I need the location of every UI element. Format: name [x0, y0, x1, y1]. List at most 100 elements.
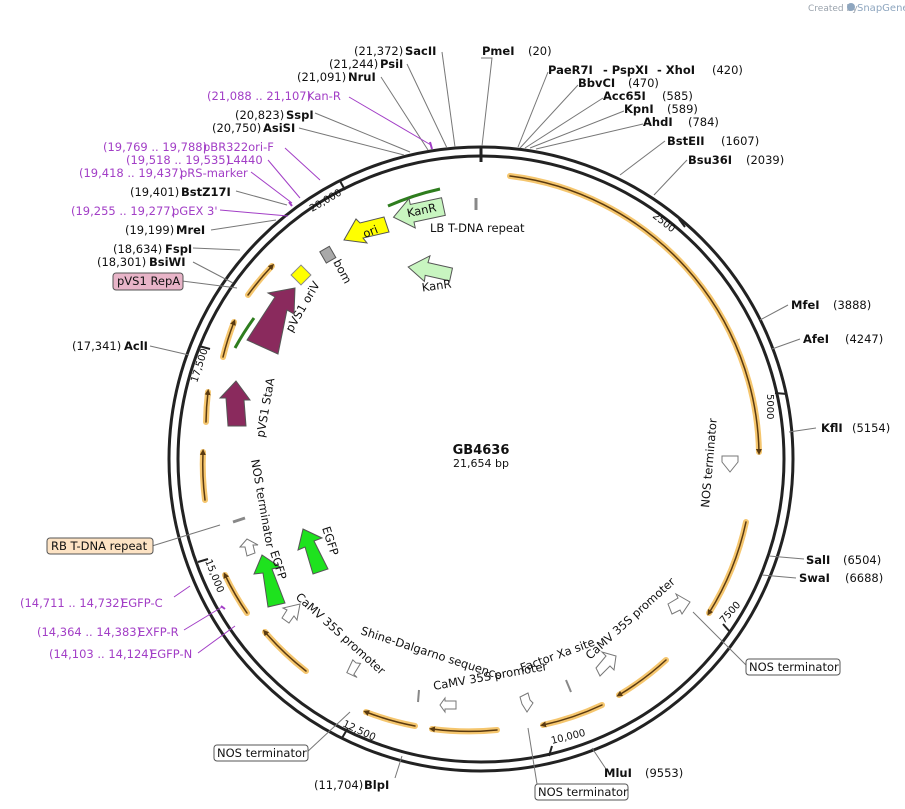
enzyme-bsiwi[interactable]: BsiWI [149, 255, 186, 269]
enzyme-pspxi[interactable]: - PspXI [603, 63, 648, 77]
enzyme-labels-right: PmeI (20) PaeR7I - PspXI - XhoI (420) Bb… [482, 44, 890, 780]
enzyme-sali[interactable]: SalI [806, 553, 830, 567]
nos-term-left-arrow[interactable] [238, 538, 259, 557]
pvs1-staa-arrow[interactable] [218, 380, 251, 427]
kanr-top-arrow[interactable] [390, 192, 446, 232]
enzyme-leaders-left [149, 51, 456, 779]
primer-marks [220, 141, 433, 610]
enzyme-asisi-pos: (20,750) [212, 121, 261, 135]
enzyme-paer7i[interactable]: PaeR7I [548, 63, 593, 77]
enzyme-swai[interactable]: SwaI [799, 571, 830, 585]
primer-prs-marker[interactable]: pRS-marker [180, 166, 248, 180]
box-leaders [151, 280, 748, 785]
primer-kanr[interactable]: Kan-R [307, 89, 341, 103]
enzyme-sacii[interactable]: SacII [405, 44, 436, 58]
enzyme-ahdi[interactable]: AhdI [643, 115, 673, 129]
kanr-top-label: KanR [406, 200, 438, 220]
enzyme-acc65i-pos: (585) [662, 89, 693, 103]
primer-l4440[interactable]: L4440 [227, 153, 263, 167]
bom-label: bom [330, 257, 354, 286]
enzyme-nrui[interactable]: NruI [348, 70, 376, 84]
egfp-right-label: EGFP [319, 525, 342, 558]
enzyme-mrei-pos: (19,199) [125, 223, 174, 237]
enzyme-mrei[interactable]: MreI [176, 223, 205, 237]
primer-kanr-range: (21,088 .. 21,107) [207, 89, 311, 103]
boxed-labels: pVS1 RepA RB T-DNA repeat NOS terminator… [46, 272, 841, 801]
kanr-mid-arrow[interactable] [407, 253, 454, 285]
repa-orf-arc [233, 317, 256, 349]
enzyme-bsteii-pos: (1607) [721, 134, 759, 148]
tick-7500: 7500 [718, 600, 743, 626]
snapgene-logo-icon [847, 3, 855, 11]
enzyme-psii[interactable]: PsiI [380, 57, 403, 71]
enzyme-sacii-pos: (21,372) [354, 44, 403, 58]
enzyme-kpni-pos: (589) [667, 102, 698, 116]
enzyme-mfei[interactable]: MfeI [791, 298, 820, 312]
pvs1-oriv-feature[interactable] [290, 264, 312, 286]
enzyme-paer7i-pos: (420) [712, 63, 743, 77]
enzyme-kpni[interactable]: KpnI [624, 102, 654, 116]
enzyme-acli[interactable]: AclI [124, 339, 148, 353]
egfp-right-arrow[interactable] [297, 528, 329, 575]
enzyme-pmei[interactable]: PmeI [482, 44, 515, 58]
egfp-left-arrow[interactable] [253, 554, 286, 608]
ori-arrow[interactable] [343, 216, 390, 244]
nos-term-bottom-right-arrow[interactable] [667, 592, 691, 615]
kanr-mid-label: KanR [421, 277, 452, 295]
camv-mid-arrow[interactable] [439, 696, 457, 714]
enzyme-blpi-pos: (11,704) [314, 778, 363, 792]
enzyme-labels-left: (21,372) SacII (21,244) PsiI (21,091) Nr… [72, 44, 436, 792]
nos-right-box[interactable] [745, 658, 841, 676]
enzyme-bbvci-pos: (470) [628, 76, 659, 90]
nos-term-left-label: NOS terminator [248, 458, 277, 549]
primer-egfp-c-range: (14,711 .. 14,732) [20, 596, 124, 610]
enzyme-afei[interactable]: AfeI [803, 332, 829, 346]
nos-bottom-left-box[interactable] [213, 744, 309, 762]
pvs1-repa-box[interactable] [112, 272, 184, 291]
nos-term-right-arrow[interactable] [721, 455, 739, 473]
primer-pbr322ori[interactable]: pBR322ori-F [203, 140, 274, 154]
enzyme-mlui[interactable]: MluI [604, 766, 632, 780]
primer-egfp-c[interactable]: EGFP-C [121, 596, 163, 610]
primer-egfp-n[interactable]: EGFP-N [150, 647, 192, 661]
camv-right-arrow[interactable] [595, 650, 617, 677]
nos-right-label: NOS terminator [749, 660, 839, 674]
enzyme-pmei-pos: (20) [528, 44, 552, 58]
enzyme-bbvci[interactable]: BbvCI [578, 76, 615, 90]
enzyme-nrui-pos: (21,091) [297, 70, 346, 84]
rb-tdna-label: RB T-DNA repeat [51, 539, 148, 553]
enzyme-psii-pos: (21,244) [329, 57, 378, 71]
enzyme-acc65i[interactable]: Acc65I [603, 89, 646, 103]
enzyme-fspi[interactable]: FspI [165, 242, 192, 256]
primer-egfp-n-range: (14,103 .. 14,124) [49, 647, 153, 661]
shine-dalgarno-arrow[interactable] [343, 658, 364, 680]
nos-bottom-right-box[interactable] [534, 783, 629, 801]
enzyme-bsteii[interactable]: BstEII [667, 134, 705, 148]
rb-tdna-box[interactable] [46, 537, 154, 555]
ori-label: ori [361, 222, 380, 241]
enzyme-swai-pos: (6688) [845, 571, 883, 585]
rb-tdna-marker [232, 516, 246, 524]
enzyme-bsiwi-pos: (18,301) [97, 255, 146, 269]
credit-brand: SnapGene [857, 3, 905, 14]
primer-pgex3[interactable]: pGEX 3' [172, 204, 218, 218]
enzyme-asisi[interactable]: AsiSI [263, 121, 295, 135]
primer-exfp-r-range: (14,364 .. 14,383) [37, 625, 141, 639]
enzyme-sspi-pos: (20,823) [235, 108, 284, 122]
enzyme-sspi[interactable]: SspI [286, 108, 314, 122]
enzyme-bstz17i[interactable]: BstZ17I [181, 185, 231, 199]
enzyme-xhoi[interactable]: - XhoI [657, 63, 695, 77]
camv-mid2-arrow[interactable] [519, 692, 534, 713]
primer-prs-marker-range: (19,418 .. 19,437) [79, 166, 183, 180]
enzyme-acli-pos: (17,341) [72, 339, 121, 353]
bom-feature[interactable] [319, 245, 337, 264]
camv-left-arrow[interactable] [281, 603, 301, 624]
primer-exfp-r[interactable]: EXFP-R [138, 625, 179, 639]
enzyme-blpi[interactable]: BlpI [364, 778, 389, 792]
nos-bottom-left-label: NOS terminator [217, 746, 307, 760]
pvs1-oriv-arrow[interactable] [246, 287, 296, 355]
enzyme-bsu36i[interactable]: Bsu36I [688, 153, 732, 167]
enzyme-kfli[interactable]: KflI [821, 421, 843, 435]
